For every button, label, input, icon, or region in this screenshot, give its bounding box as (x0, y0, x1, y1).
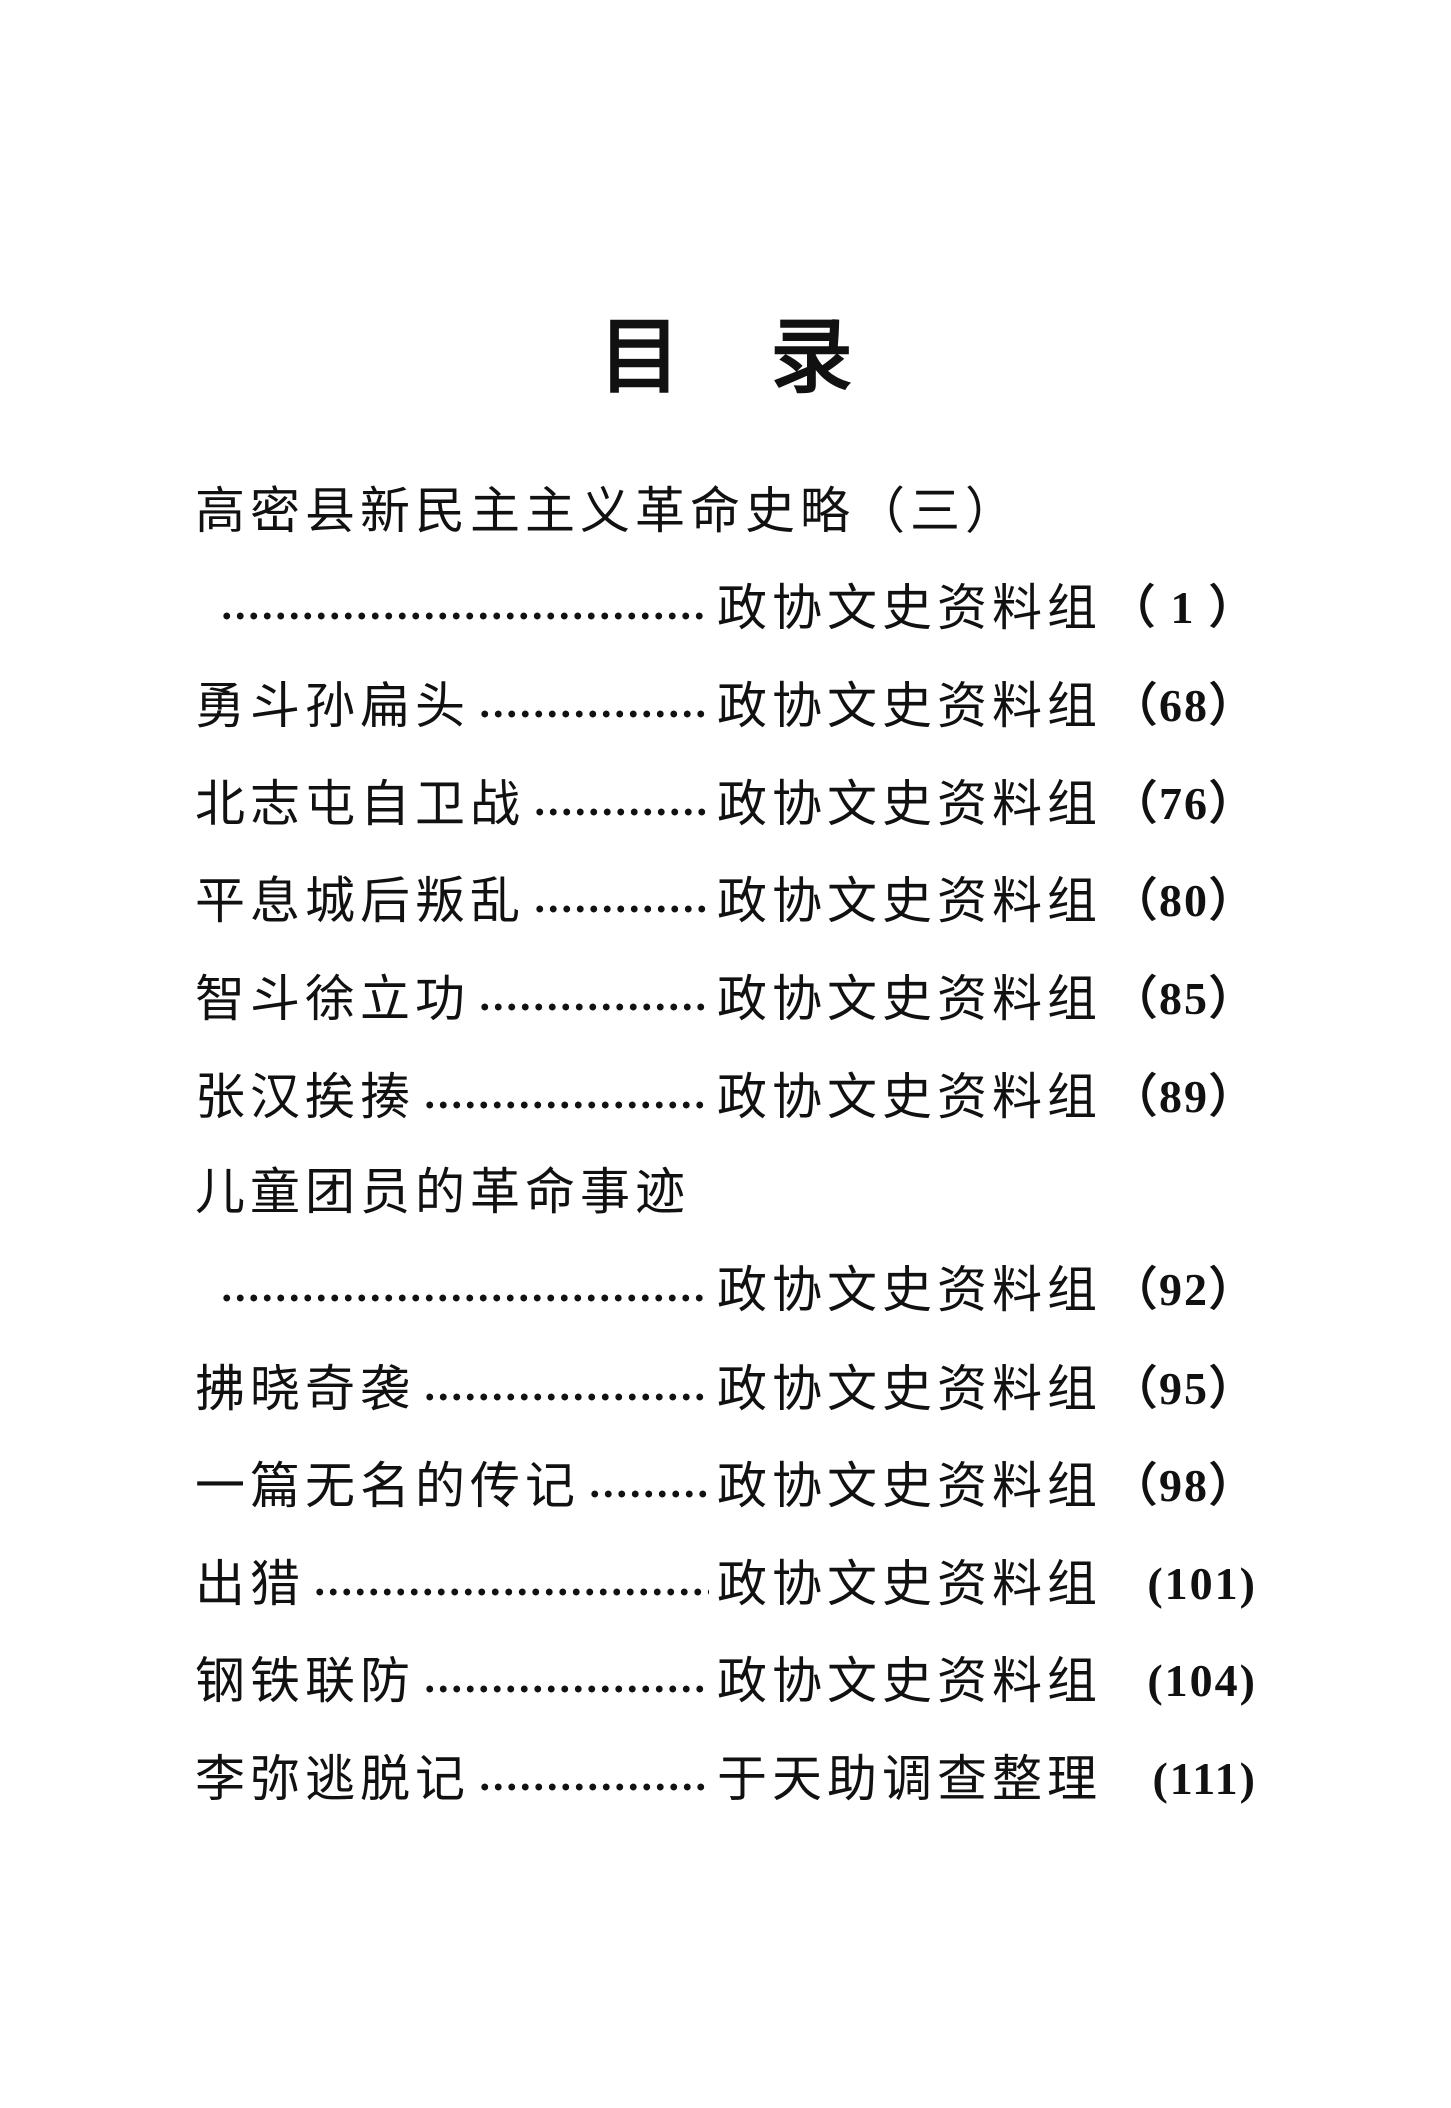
entry-page: (101) (1147, 1558, 1257, 1609)
entry-page: （95） (1111, 1363, 1257, 1414)
entry-title: 平息城后叛乱 (195, 872, 525, 930)
leader-dots (478, 1747, 709, 1811)
toc-entry[interactable]: 李弥逃脱记 于天助调查整理 (111) (195, 1747, 1257, 1811)
toc-entry-title-line: 儿童团员的革命事迹 (195, 1160, 1257, 1224)
page-title: 目录 (598, 310, 943, 405)
entry-author: 政协文史资料组 (717, 1457, 1102, 1515)
entry-page: (111) (1152, 1753, 1257, 1804)
entry-author: 政协文史资料组 (717, 1652, 1102, 1710)
entry-page: （98） (1111, 1460, 1257, 1511)
toc-entry[interactable]: 平息城后叛乱 政协文史资料组 （80） (195, 869, 1257, 933)
leader-dots (478, 967, 709, 1031)
entry-page: （ 1 ） (1109, 582, 1257, 633)
entry-author: 政协文史资料组 (717, 677, 1102, 735)
toc-entry[interactable]: 政协文史资料组 （ 1 ） (220, 576, 1257, 640)
entry-author: 政协文史资料组 (717, 872, 1102, 930)
leader-dots (533, 869, 709, 933)
entry-author: 政协文史资料组 (717, 970, 1102, 1028)
entry-page: （80） (1111, 875, 1257, 926)
toc-entry[interactable]: 一篇无名的传记 政协文史资料组 （98） (195, 1454, 1257, 1518)
leader-dots (313, 1552, 709, 1616)
leader-dots (423, 1357, 709, 1421)
entry-author: 政协文史资料组 (717, 1360, 1102, 1418)
toc-entry[interactable]: 北志屯自卫战 政协文史资料组 （76） (195, 772, 1257, 836)
entry-title: 一篇无名的传记 (195, 1457, 580, 1515)
leader-dots (478, 674, 709, 738)
toc-entry[interactable]: 出猎 政协文史资料组 (101) (195, 1552, 1257, 1616)
entry-title: 张汉挨揍 (195, 1068, 415, 1126)
toc-entry[interactable]: 智斗徐立功 政协文史资料组 （85） (195, 967, 1257, 1031)
entry-title: 北志屯自卫战 (195, 775, 525, 833)
toc-entry[interactable]: 政协文史资料组 （92） (220, 1258, 1257, 1322)
leader-dots (588, 1454, 709, 1518)
entry-page: （85） (1111, 973, 1257, 1024)
entry-author: 政协文史资料组 (717, 1068, 1102, 1126)
entry-title: 钢铁联防 (195, 1652, 415, 1710)
toc-entry[interactable]: 钢铁联防 政协文史资料组 (104) (195, 1649, 1257, 1713)
entry-author: 政协文史资料组 (717, 579, 1102, 637)
toc-entry[interactable]: 张汉挨揍 政协文史资料组 （89） (195, 1065, 1257, 1129)
entry-title: 出猎 (195, 1555, 305, 1613)
leader-dots (220, 1258, 709, 1322)
entry-page: （89） (1111, 1071, 1257, 1122)
entry-title: 勇斗孙扁头 (195, 677, 470, 735)
leader-dots (423, 1649, 709, 1713)
toc-entry-title-line: 高密县新民主主义革命史略（三） (195, 479, 1257, 543)
entry-author: 政协文史资料组 (717, 1261, 1102, 1319)
entry-page: (104) (1147, 1655, 1257, 1706)
entry-author: 政协文史资料组 (717, 1555, 1102, 1613)
entry-title: 李弥逃脱记 (195, 1750, 470, 1808)
entry-title: 智斗徐立功 (195, 970, 470, 1028)
leader-dots (423, 1065, 709, 1129)
entry-author: 政协文史资料组 (717, 775, 1102, 833)
entry-author: 于天助调查整理 (717, 1750, 1102, 1808)
entry-page: （76） (1111, 778, 1257, 829)
toc-entry[interactable]: 勇斗孙扁头 政协文史资料组 （68） (195, 674, 1257, 738)
entry-title: 高密县新民主主义革命史略（三） (195, 482, 1020, 540)
entry-title: 拂晓奇袭 (195, 1360, 415, 1418)
entry-page: （68） (1111, 680, 1257, 731)
entry-page: （92） (1111, 1264, 1257, 1315)
leader-dots (220, 576, 709, 640)
leader-dots (533, 772, 709, 836)
entry-title: 儿童团员的革命事迹 (195, 1163, 690, 1221)
toc-entry[interactable]: 拂晓奇袭 政协文史资料组 （95） (195, 1357, 1257, 1421)
